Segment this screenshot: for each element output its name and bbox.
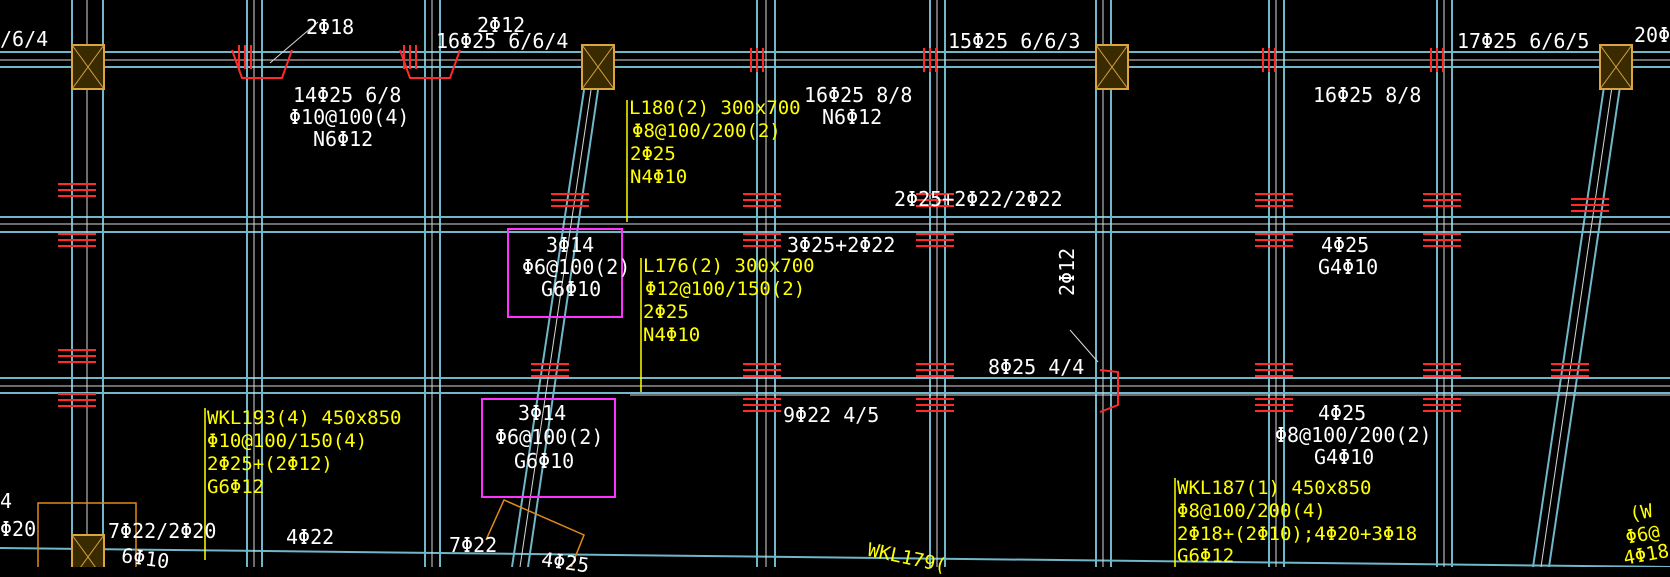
bottom-label-d: 6Φ10 [119, 543, 171, 574]
beam1-top-label: 16Φ25 6/6/4 [436, 29, 569, 53]
wkl187-stirrup: Φ8@100/200(4) [1177, 500, 1326, 522]
lower-side-b-label: G4Φ10 [1314, 445, 1375, 469]
wkl193-stirrup: Φ10@100/150(4) [207, 430, 368, 452]
l180-stirrup: Φ8@100/200(2) [632, 120, 781, 142]
mid-bars-b-label: 4Φ25 [1321, 233, 1370, 257]
slanted-beam-line [1548, 79, 1622, 567]
lower-top-bars-label: 8Φ25 4/4 [988, 355, 1085, 379]
columns [71, 44, 1633, 567]
column-hatch [1095, 44, 1129, 90]
bottom-wall-line [0, 547, 1670, 567]
slanted-beam-line [1532, 79, 1606, 567]
rebar-hook-symbol [399, 49, 461, 79]
wkl193-bars: 2Φ25+(2Φ12) [207, 453, 333, 475]
wkl193-side: G6Φ12 [207, 476, 265, 498]
span1-stirrup-label: Φ10@100(4) [289, 105, 410, 129]
slanted-beam-line [511, 89, 585, 567]
pier-outline [37, 502, 137, 567]
top-2d18-label: 2Φ18 [306, 15, 355, 39]
misc-shapes [37, 100, 1176, 567]
slanted-center-line [1540, 79, 1614, 567]
span1-bottom-label: 14Φ25 6/8 [293, 83, 402, 107]
lower-bottom-a-label: 9Φ22 4/5 [783, 403, 880, 427]
box1-bars: 3Φ14 [546, 233, 595, 257]
column-block [71, 534, 105, 567]
beam3-top-label: 17Φ25 6/6/5 [1457, 29, 1590, 53]
lower-stirrup-b-label: Φ8@100/200(2) [1275, 423, 1432, 447]
wkl193-name: WKL193(4) 450x850 [207, 407, 402, 429]
top-2d12-label: 2Φ12 [477, 13, 526, 37]
wkl187-name: WKL187(1) 450x850 [1177, 477, 1372, 499]
highlight-box-2: 3Φ14 Φ6@100(2) G6Φ10 [481, 398, 616, 498]
left-edge-label-1: 4 [0, 489, 13, 513]
column-hatch [71, 534, 105, 567]
l176-stirrup: Φ12@100/150(2) [645, 278, 806, 300]
box2-stirrup: Φ6@100(2) [495, 425, 604, 449]
mid-bars-a-label: 3Φ25+2Φ22 [787, 233, 896, 257]
bottom-label-b: 4Φ22 [286, 525, 335, 549]
bottom-label-e: 4Φ25 [539, 547, 591, 577]
wkl187-bars: 2Φ18+(2Φ10);4Φ20+3Φ18 [1177, 523, 1418, 545]
lower-bottom-b-label: 4Φ25 [1318, 401, 1367, 425]
column-hatch [1599, 44, 1633, 90]
vertical-2d12-label: 2Φ12 [1055, 247, 1079, 296]
top-left-spacing-label: /6/4 [0, 27, 49, 51]
l180-bars: 2Φ25 [630, 143, 676, 165]
leader-line [269, 21, 319, 64]
beam4-top-label: 20Φ [1634, 23, 1670, 47]
pier-outline [485, 499, 585, 567]
mid-top-bars-label: 2Φ25+2Φ22/2Φ22 [894, 187, 1063, 211]
span1-side-label: N6Φ12 [313, 127, 374, 151]
box2-side: G6Φ10 [514, 449, 575, 473]
span3-bottom-label: 16Φ25 8/8 [804, 83, 913, 107]
column-hatch [71, 44, 105, 90]
wkl187-side: G6Φ12 [1177, 545, 1235, 567]
span5-bottom-label: 16Φ25 8/8 [1313, 83, 1422, 107]
box2-bars: 3Φ14 [518, 401, 567, 425]
beam2-top-label: 15Φ25 6/6/3 [948, 29, 1081, 53]
rebar-hook-symbol [231, 49, 293, 79]
highlight-box-1: 3Φ14 Φ6@100(2) G6Φ10 [507, 228, 630, 318]
l180-side: N4Φ10 [630, 166, 688, 188]
slanted-beam-line [527, 89, 599, 567]
box1-side: G6Φ10 [541, 277, 602, 301]
l176-side: N4Φ10 [643, 324, 701, 346]
slanted-center-line [519, 89, 592, 567]
span3-side-label: N6Φ12 [822, 105, 883, 129]
l176-bars: 2Φ25 [643, 301, 689, 323]
box1-stirrup: Φ6@100(2) [522, 255, 631, 279]
mid-side-b-label: G4Φ10 [1318, 255, 1379, 279]
bottom-label-c: 7Φ22 [449, 533, 498, 557]
rebar-marks [58, 45, 1609, 413]
l176-name: L176(2) 300x700 [643, 255, 815, 277]
left-edge-label-2: Φ20 [0, 517, 37, 541]
rebar-hook-symbol [1099, 369, 1119, 413]
bottom-label-a: 7Φ22/2Φ20 [108, 519, 217, 543]
column-hatch [581, 44, 615, 90]
leader-line [1069, 329, 1099, 363]
l180-name: L180(2) 300x700 [629, 97, 801, 119]
